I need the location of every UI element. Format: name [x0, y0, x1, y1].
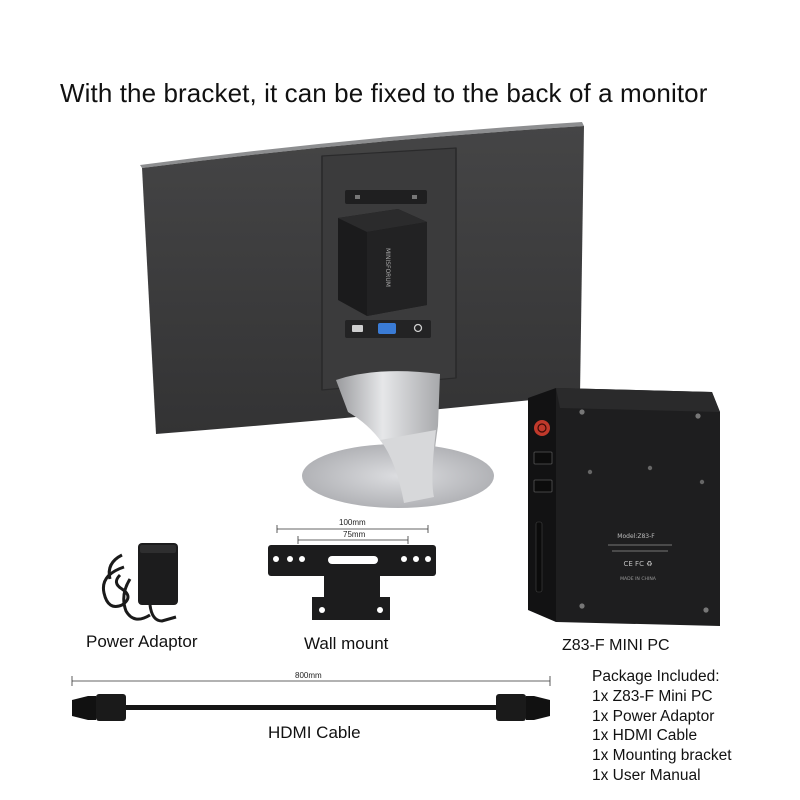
- mini-pc-bottom: [556, 388, 720, 626]
- mounted-pc-logo: MINISFORUM: [384, 248, 391, 287]
- hdmi-cable-caption: HDMI Cable: [268, 723, 361, 742]
- package-item: 1x HDMI Cable: [592, 727, 698, 745]
- bracket-slot: [328, 556, 378, 564]
- hdmi-plug-left: [72, 696, 96, 720]
- package-title: Package Included:: [592, 668, 720, 685]
- package-item: 1x Mounting bracket: [592, 747, 732, 765]
- pc-model-label: Model:Z83-F: [617, 533, 655, 540]
- package-list: Package Included: 1x Z83-F Mini PC 1x Po…: [592, 667, 732, 786]
- power-adaptor-caption: Power Adaptor: [86, 632, 198, 651]
- power-button-icon: [534, 420, 550, 436]
- wall-mount-caption: Wall mount: [304, 634, 389, 653]
- package-item: 1x Power Adaptor: [592, 707, 715, 725]
- bracket-inner-dimension: 75mm: [343, 530, 366, 539]
- vga-port-icon: [378, 323, 396, 334]
- monitor-bracket: [345, 190, 427, 204]
- adaptor-brick: [138, 543, 178, 605]
- usb-port-icon: [533, 451, 553, 465]
- bracket-tab: [312, 576, 390, 620]
- cable-length-dimension: 800mm: [295, 671, 322, 680]
- pc-origin-label: MADE IN CHINA: [620, 576, 657, 582]
- package-item: 1x User Manual: [592, 766, 701, 784]
- power-adaptor-image: [101, 543, 178, 623]
- hdmi-cable-image: [71, 676, 551, 721]
- bracket-outer-dimension: 100mm: [339, 518, 366, 527]
- pc-cert-marks: CE FC ♻: [624, 560, 653, 568]
- headline: With the bracket, it can be fixed to the…: [60, 78, 708, 108]
- mini-pc-image: Model:Z83-F CE FC ♻ MADE IN CHINA: [528, 388, 720, 626]
- monitor-top-rim: [140, 122, 584, 168]
- usb-port-icon: [533, 479, 553, 493]
- hdmi-plug-right: [526, 696, 550, 720]
- audio-port-icon: [413, 323, 423, 333]
- mini-pc-caption: Z83-F MINI PC: [562, 637, 670, 654]
- wall-mount-image: [268, 525, 436, 620]
- mini-pc-side: [528, 388, 556, 622]
- hdmi-port-icon: [352, 325, 363, 332]
- package-item: 1x Z83-F Mini PC: [592, 687, 713, 705]
- hdmi-cable-wire: [122, 705, 500, 710]
- side-vent: [535, 521, 543, 593]
